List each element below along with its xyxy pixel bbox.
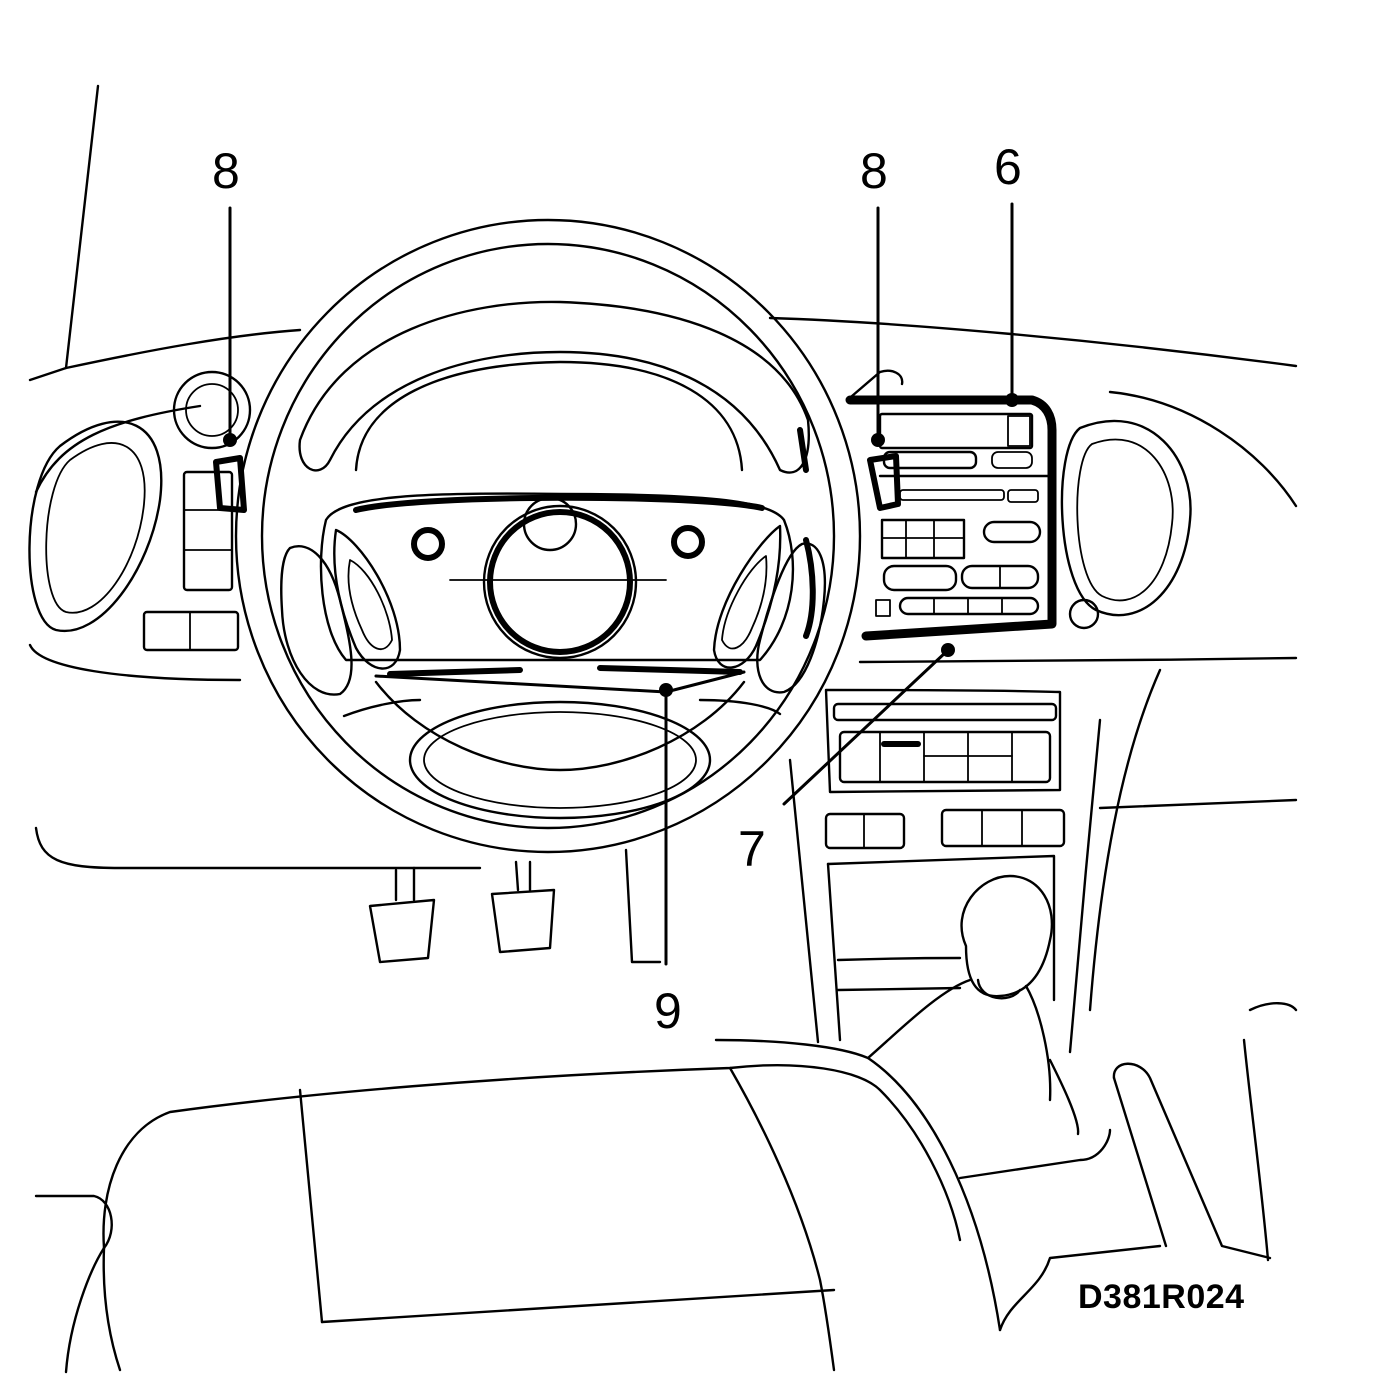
left-air-vent [28, 420, 163, 633]
center-console [845, 369, 1057, 641]
callout-label-9: 9 [654, 983, 682, 1039]
leader-9-dot [659, 683, 673, 697]
reference-code: D381R024 [1078, 1278, 1245, 1316]
leader-right-8-dot [871, 433, 885, 447]
knee-pads [280, 537, 827, 696]
callout-label-left-8: 8 [212, 143, 240, 199]
leader-6-dot [1005, 393, 1019, 407]
steering-wheel [234, 218, 862, 854]
windshield-pillar [28, 84, 100, 382]
callout-labels: 8 8 6 7 9 [212, 139, 1022, 1039]
steering-column [624, 848, 662, 964]
gear-shift [866, 874, 1080, 1136]
driver-seat [34, 1038, 1162, 1374]
leader-7 [782, 650, 948, 806]
lower-center-stack [788, 668, 1162, 1054]
callout-label-right-8: 8 [860, 143, 888, 199]
leader-9-right-branch [664, 670, 746, 694]
lower-storage-bin [342, 698, 782, 820]
handbrake [1112, 1002, 1298, 1262]
light-switch-dial [172, 370, 252, 450]
pedals [368, 860, 556, 964]
left-switch-panel [142, 455, 247, 652]
leader-9-left-branch [374, 674, 668, 694]
callout-label-6: 6 [994, 139, 1022, 195]
leader-left-8-dot [223, 433, 237, 447]
callout-label-7: 7 [738, 821, 766, 877]
leader-7-dot [941, 643, 955, 657]
right-air-vent [1060, 419, 1192, 630]
steering-hub [319, 492, 795, 772]
callout-leaders [223, 202, 1019, 966]
dashboard-outline [28, 316, 1298, 870]
